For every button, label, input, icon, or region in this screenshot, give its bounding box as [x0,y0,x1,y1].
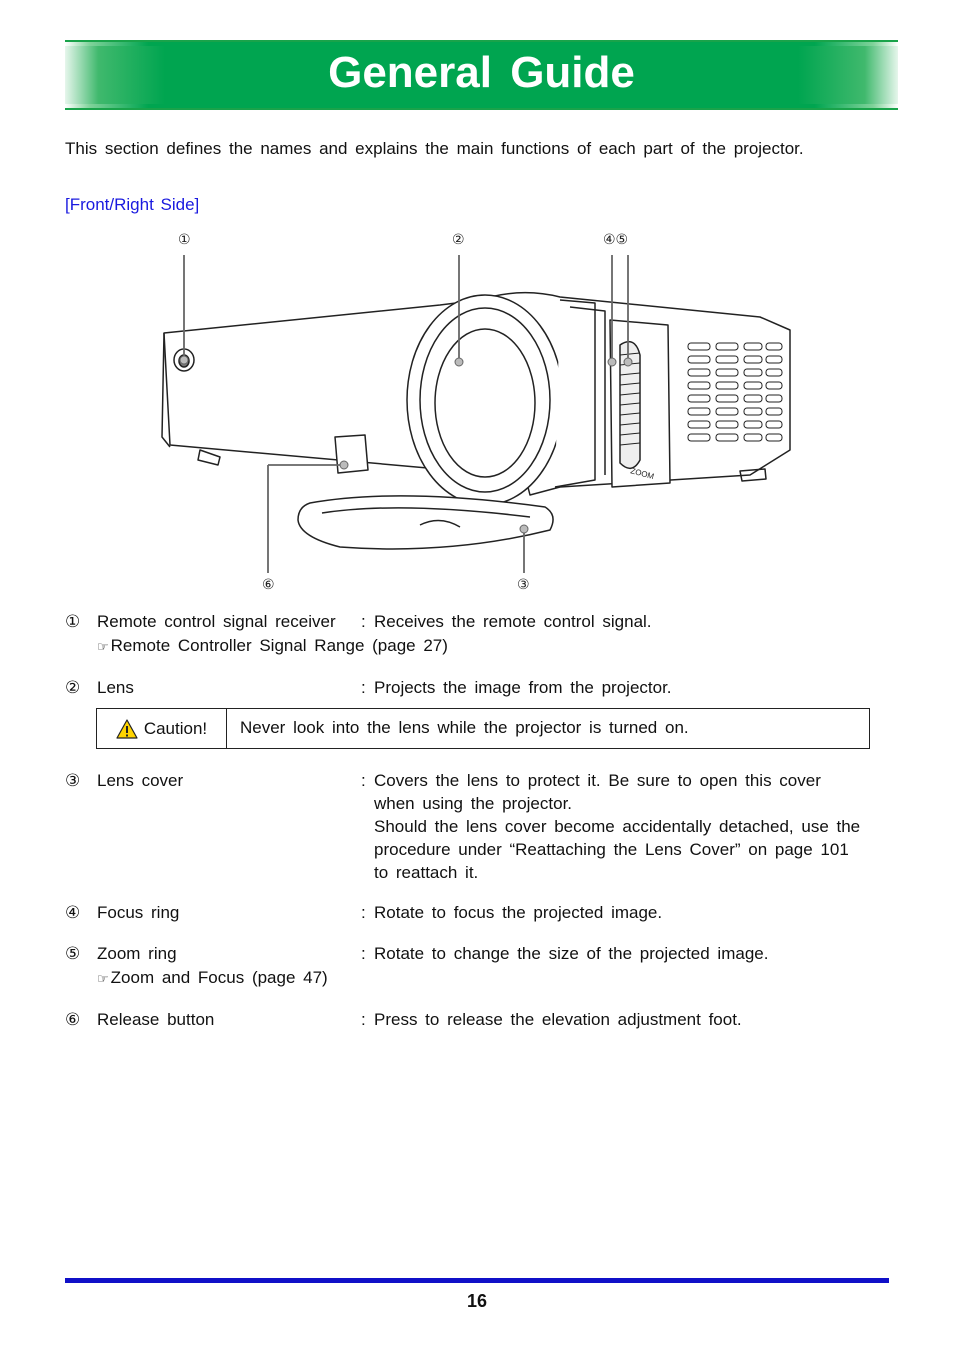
item-description: : Covers the lens to protect it. Be sure… [361,769,861,884]
warning-triangle-icon [116,718,138,739]
item-number: ③ [65,771,81,790]
colon: : [361,771,366,790]
item-number: ⑥ [65,1010,81,1029]
item-description: : Rotate to change the size of the proje… [361,942,861,965]
cross-reference-link[interactable]: ☞Remote Controller Signal Range (page 27… [97,634,448,658]
callout-3: ③ [517,576,530,592]
caution-text: Never look into the lens while the proje… [240,718,689,737]
item-number: ⑤ [65,944,81,963]
item-description-text-2: Should the lens cover become accidentall… [374,817,861,882]
item-description-text: Rotate to focus the projected image. [374,903,663,922]
item-name: Zoom ring [97,944,177,963]
pointing-hand-icon: ☞ [97,971,109,986]
item-name: Lens [97,678,134,697]
colon: : [361,903,366,922]
callout-4-5: ④⑤ [603,231,629,247]
item-name: Lens cover [97,771,184,790]
caution-label: Caution! [97,709,227,748]
item-description-text: Receives the remote control signal. [374,612,652,631]
footer-rule [65,1278,889,1283]
item-description: : Press to release the elevation adjustm… [361,1008,861,1031]
item-description: : Receives the remote control signal. [361,610,861,633]
item-number: ④ [65,903,81,922]
page-number: 16 [466,1291,488,1311]
callout-6: ⑥ [262,576,275,592]
item-description-text: Projects the image from the projector. [374,678,672,697]
callout-1: ① [178,231,191,247]
item-description: : Projects the image from the projector. [361,676,861,699]
page-title: General Guide [328,48,635,97]
colon: : [361,1010,366,1029]
cross-reference-text: Zoom and Focus (page 47) [110,968,328,987]
item-name: Release button [97,1010,215,1029]
item-name: Focus ring [97,903,180,922]
pointing-hand-icon: ☞ [97,639,109,654]
section-label: [Front/Right Side] [65,195,200,214]
colon: : [361,944,366,963]
title-banner-fill [65,46,898,104]
projector-figure: ZOOM ① ② ④⑤ ⑥ ③ [150,225,810,595]
item-description-text: Covers the lens to protect it. Be sure t… [374,771,821,813]
colon: : [361,678,366,697]
item-number: ① [65,612,81,631]
cross-reference-link[interactable]: ☞Zoom and Focus (page 47) [97,966,328,990]
cross-reference-text: Remote Controller Signal Range (page 27) [110,636,448,655]
projector-illustration: ZOOM [161,255,791,573]
item-name: Remote control signal receiver [97,612,336,631]
item-description-text: Rotate to change the size of the project… [374,944,769,963]
colon: : [361,612,366,631]
item-number: ② [65,678,81,697]
intro-paragraph: This section defines the names and expla… [65,139,804,158]
caution-label-text: Caution! [143,718,208,738]
callout-2: ② [452,231,465,247]
item-description-text: Press to release the elevation adjustmen… [374,1010,742,1029]
caution-box: Caution! Never look into the lens while … [96,708,870,749]
title-banner: General Guide [65,40,898,110]
item-description: : Rotate to focus the projected image. [361,901,861,924]
